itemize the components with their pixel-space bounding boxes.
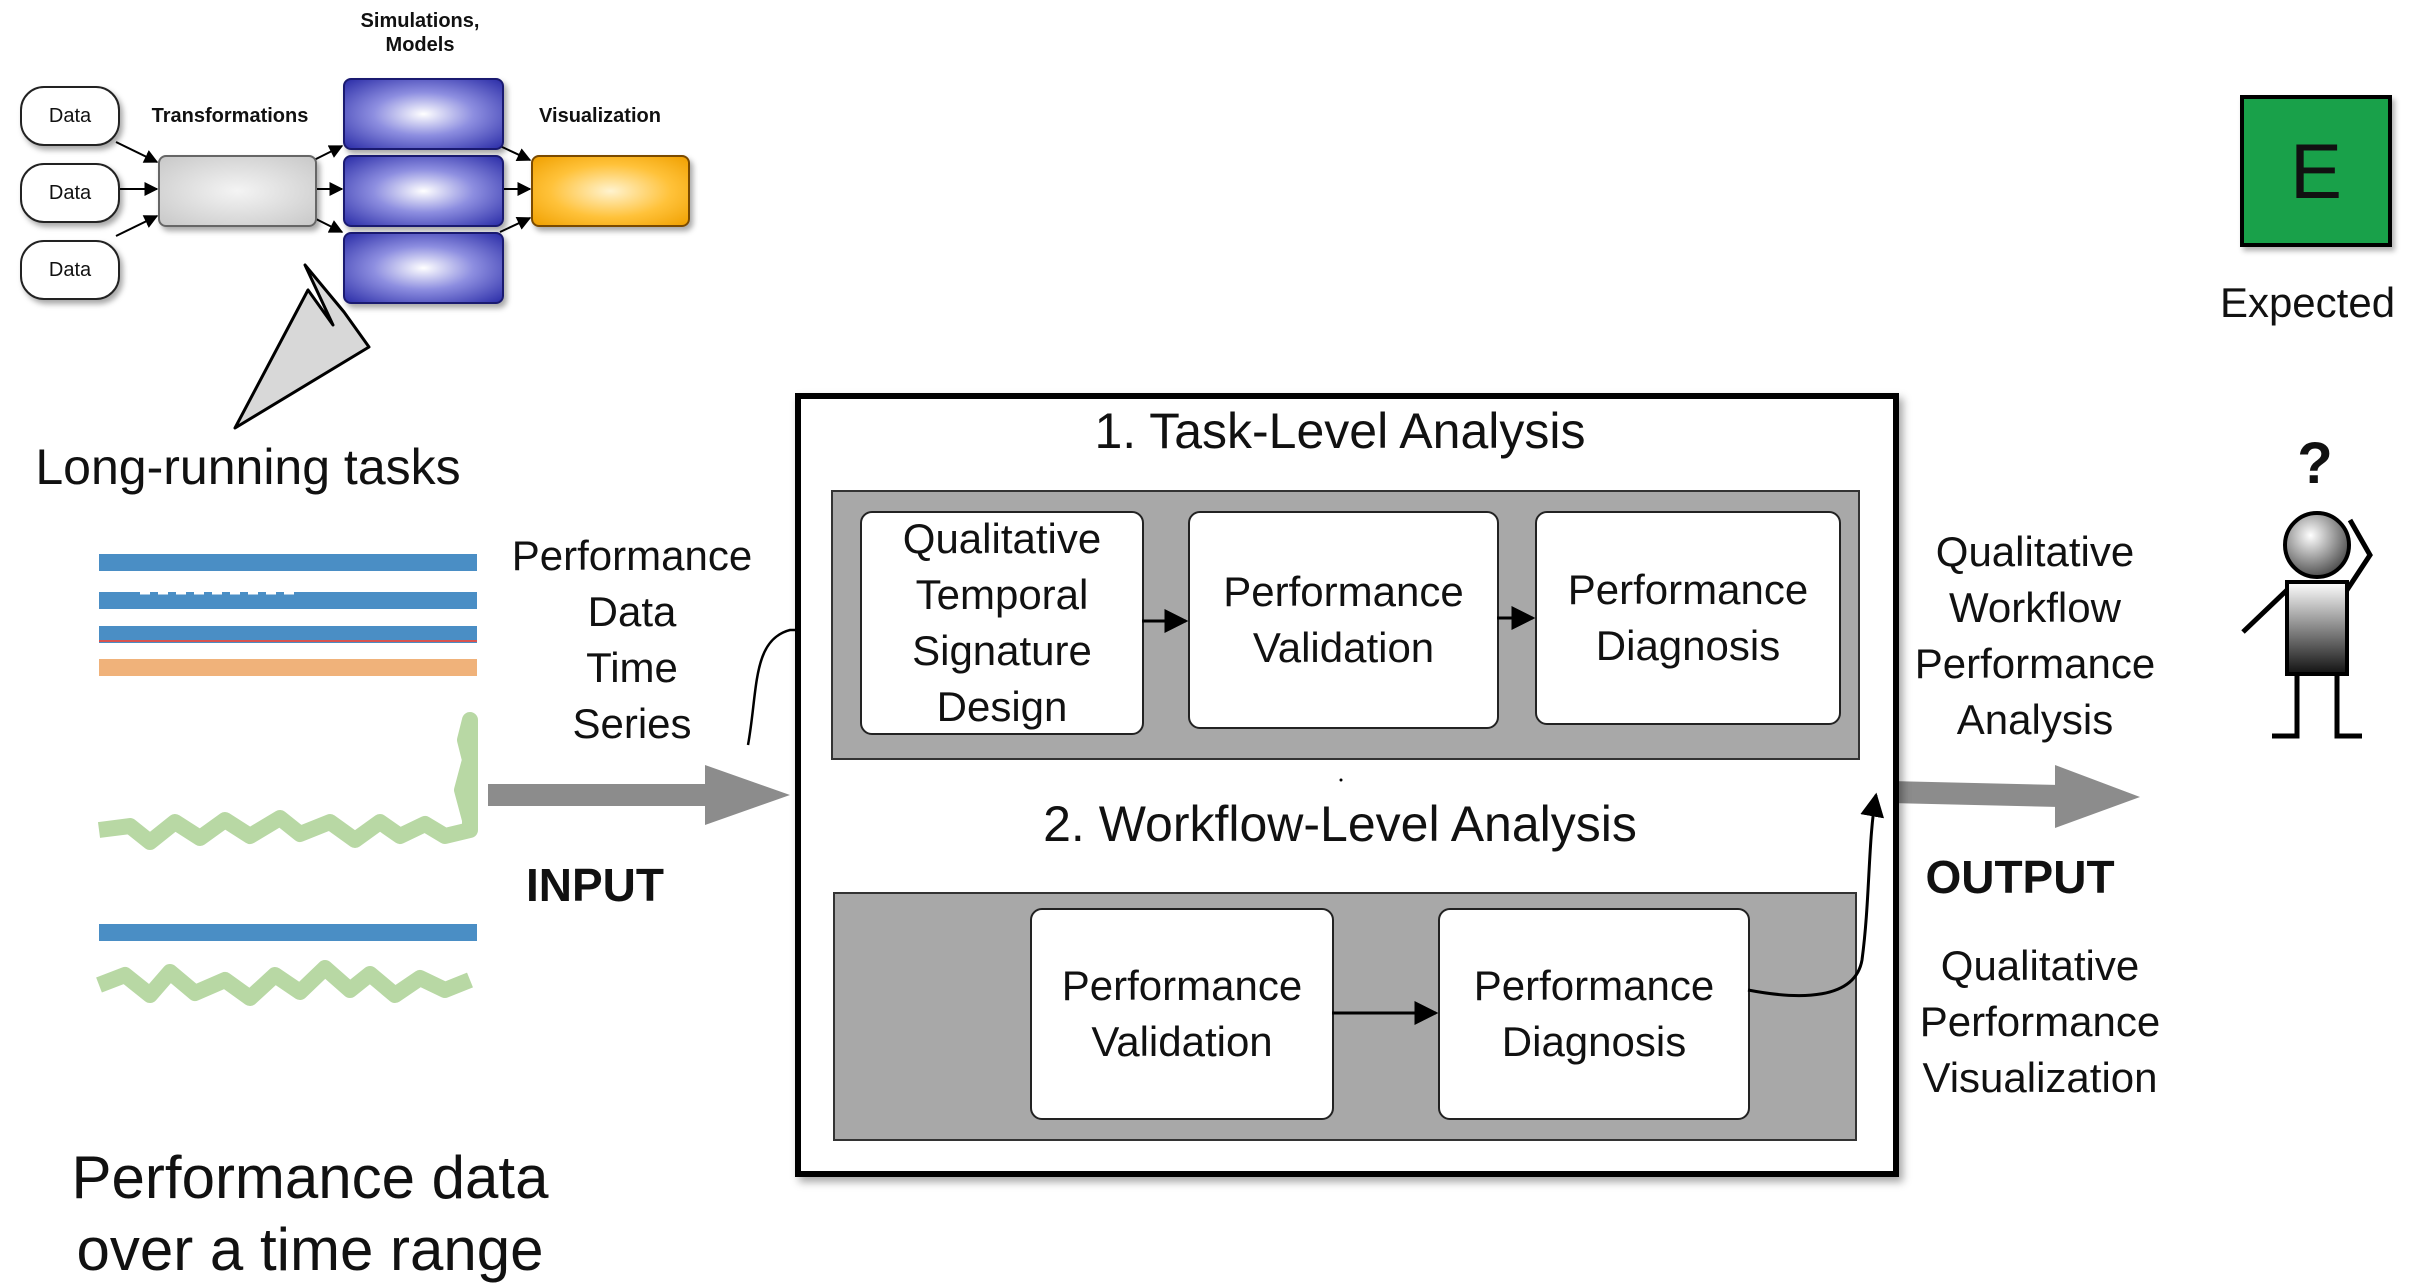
person-icon [2241, 511, 2373, 739]
timeseries-bar-blue-4 [99, 924, 477, 941]
timeseries-bar-blue-2 [99, 592, 477, 609]
zoom-arrow-icon [233, 263, 371, 430]
input-connector [746, 621, 857, 746]
timeseries-bar-blue-1 [99, 554, 477, 571]
timeseries-noise-green-2 [96, 960, 473, 1006]
input-arrow [488, 765, 790, 825]
timeseries-bar-orange [99, 659, 477, 676]
timeseries-bar-blue-3 [99, 626, 477, 643]
timeseries-chart [96, 554, 478, 1006]
pipeline-arrows [115, 141, 532, 237]
output-arrow [1889, 765, 2140, 828]
timeseries-noise-green-1 [97, 712, 478, 850]
